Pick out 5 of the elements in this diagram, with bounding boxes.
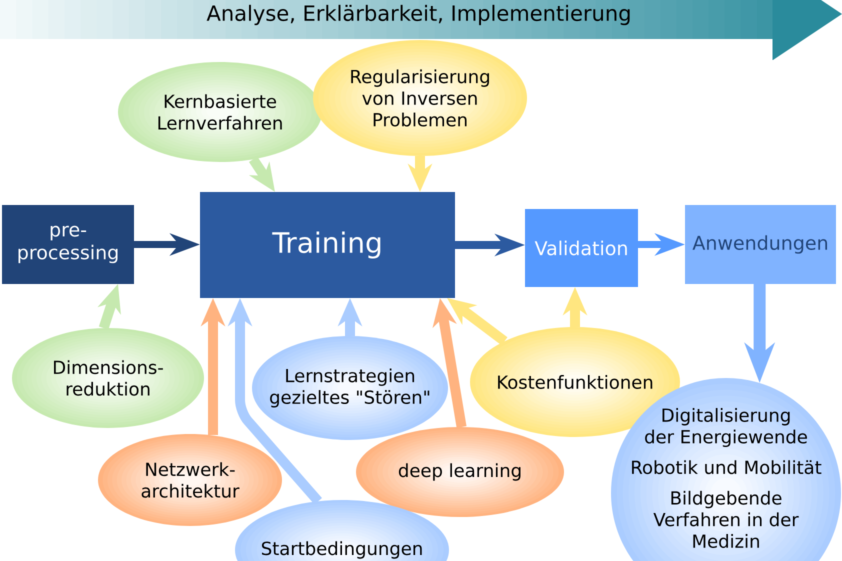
process-box: Validation [525,208,638,287]
process-box: Training [200,192,455,298]
process-box: pre- processing [2,205,134,284]
node-label: Analyse, Erklärbarkeit, Implementierung [206,4,630,26]
process-box: Anwendungen [685,205,836,284]
